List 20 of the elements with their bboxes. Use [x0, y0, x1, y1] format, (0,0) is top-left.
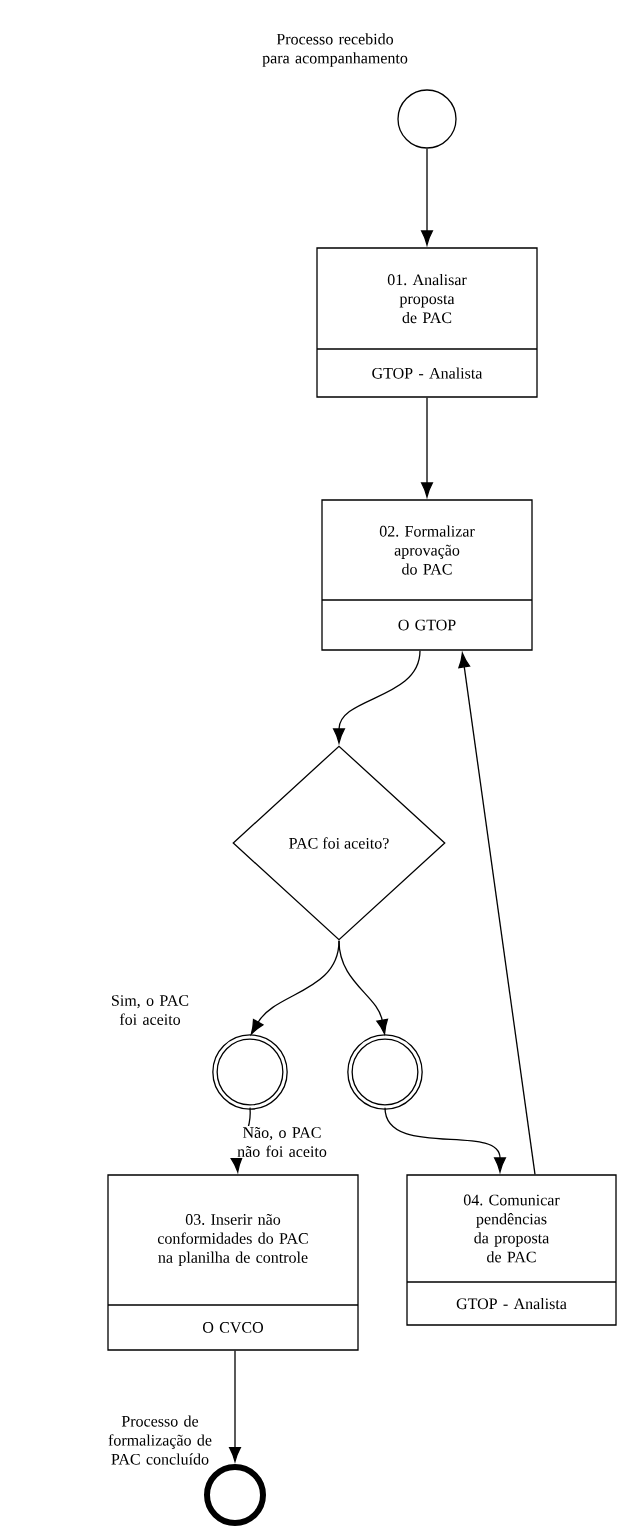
arrow	[421, 397, 433, 498]
event-label: Processo de formalização de PAC concluído	[108, 1415, 212, 1465]
arrow	[384, 1107, 506, 1173]
arrow	[421, 148, 433, 246]
task-box: 03. Inserir não conformidades do PAC na planilha de controle O CVCO	[107, 1174, 359, 1351]
start-event-circle	[397, 89, 457, 149]
arrow	[338, 940, 389, 1035]
arrow	[458, 652, 536, 1175]
task-box: 01. Analisar proposta de PAC GTOP - Analista	[316, 247, 538, 398]
task-box: 04. Comunicar pendências da proposta de PAC GTOP - Analista	[406, 1174, 617, 1326]
event-label: Sim, o PAC foi aceito	[112, 995, 189, 1025]
arrow	[229, 1350, 241, 1463]
intermediate-event-circle	[347, 1034, 423, 1110]
event-label: Não, o PAC não foi aceito	[225, 1126, 339, 1158]
task-box: 02. Formalizar aprovação do PAC O GTOP	[321, 499, 533, 651]
intermediate-event-circle	[212, 1034, 288, 1110]
arrow	[250, 940, 340, 1035]
arrow	[333, 650, 421, 744]
end-event-circle	[204, 1464, 266, 1526]
event-label: Processo recebido para acompanhamento	[262, 33, 408, 67]
